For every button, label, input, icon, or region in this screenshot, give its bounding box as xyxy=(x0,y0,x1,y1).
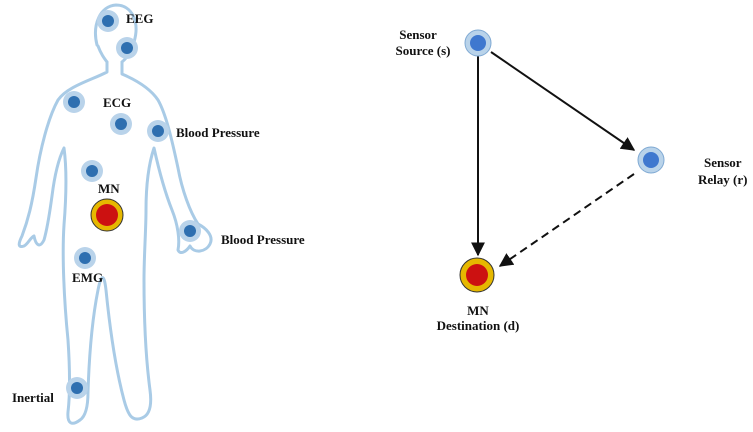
sensor-ecg xyxy=(110,113,132,135)
body-outline xyxy=(17,60,213,425)
sensor-inertial xyxy=(66,377,88,399)
arrow-source-to-relay xyxy=(490,51,636,151)
label-eeg: EEG xyxy=(126,11,153,26)
label-mn-body: MN xyxy=(98,181,120,196)
sensor-eeg-side xyxy=(116,37,138,59)
arrow-relay-to-destination xyxy=(498,173,635,267)
label-dest-line1: MN xyxy=(467,303,489,318)
sensor-emg xyxy=(74,247,96,269)
label-ecg: ECG xyxy=(103,95,131,110)
label-source-line1: Sensor xyxy=(399,27,437,42)
sensor-blood-pressure-arm xyxy=(147,120,169,142)
sensor-eeg-top xyxy=(97,10,119,32)
node-mn-destination xyxy=(459,257,495,293)
sensor-abdomen xyxy=(81,160,103,182)
node-sensor-source xyxy=(464,29,492,57)
label-emg: EMG xyxy=(72,270,103,285)
label-source-line2: Source (s) xyxy=(395,43,450,58)
sensor-shoulder xyxy=(63,91,85,113)
node-sensor-relay xyxy=(637,146,665,174)
label-blood-pressure-upper: Blood Pressure xyxy=(176,125,260,140)
head-outline-left xyxy=(96,44,109,64)
label-inertial: Inertial xyxy=(12,390,54,405)
sensor-blood-pressure-wrist xyxy=(179,220,201,242)
label-blood-pressure-lower: Blood Pressure xyxy=(221,232,305,247)
mn-node-body xyxy=(90,198,124,232)
label-dest-line2: Destination (d) xyxy=(437,318,520,333)
label-relay-line2: Relay (r) xyxy=(698,172,747,187)
label-relay-line1: Sensor xyxy=(704,155,742,170)
